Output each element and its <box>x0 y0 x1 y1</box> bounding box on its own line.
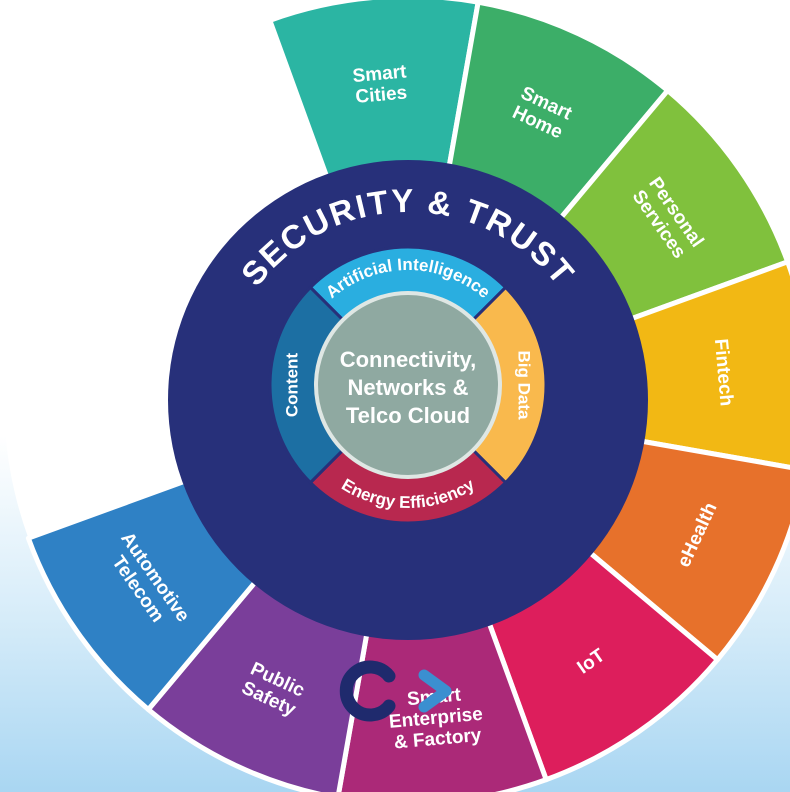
inner-ring-label: Big Data <box>515 351 534 421</box>
segment-label: SmartCities <box>352 61 410 108</box>
logo-c-mark <box>339 660 396 722</box>
logo-chevron-mark <box>418 669 452 713</box>
logo <box>339 660 452 722</box>
core-circle <box>314 291 502 479</box>
inner-ring-label: Content <box>282 353 301 418</box>
core-label: Connectivity,Networks &Telco Cloud <box>340 347 477 428</box>
